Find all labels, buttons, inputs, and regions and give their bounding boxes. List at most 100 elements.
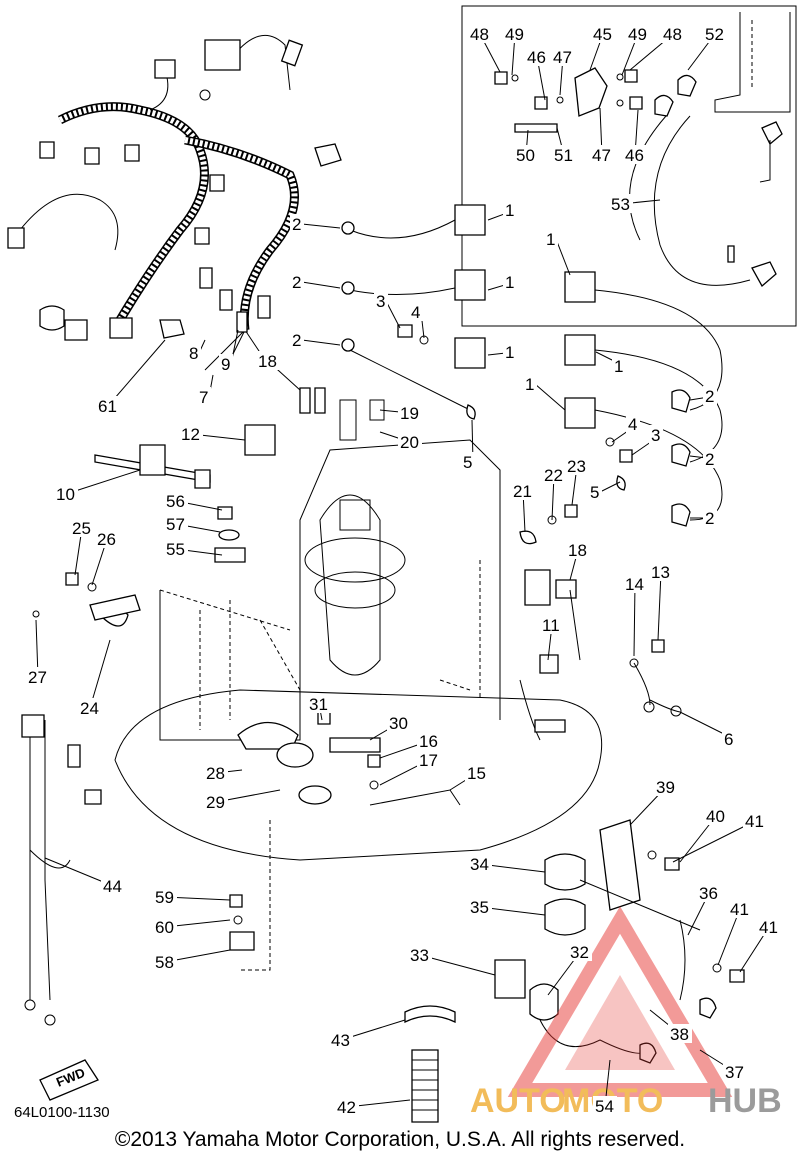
callout-bg-18 [566,540,590,559]
callout-bg-50 [514,145,538,164]
callout-15: 15 [467,764,486,783]
leader-line-1 [534,383,566,411]
callout-50: 50 [516,146,535,165]
leader-line-3 [385,300,401,329]
callout-bg-9 [219,354,233,373]
callout-42: 42 [337,1098,356,1117]
callout-bg-4 [409,302,423,321]
callout-17: 17 [419,751,438,770]
diagram-code: 64L0100-1130 [14,1104,110,1121]
callout-bg-22 [542,465,566,484]
callout-bg-59 [153,887,177,906]
callout-3: 3 [651,426,660,445]
callout-bg-2 [290,330,304,349]
leader-line-14 [633,583,636,657]
callout-54: 54 [595,1097,614,1116]
leader-line-13 [657,571,662,641]
callout-bg-33 [408,945,432,964]
callout-bg-46 [623,145,647,164]
callout-bg-25 [70,518,94,537]
callout-2: 2 [705,509,714,528]
callout-bg-1 [523,374,537,393]
automotohub-watermark: AUTO MOTO HUB [470,906,782,1120]
callout-2: 2 [705,387,714,406]
callout-bg-20 [398,432,422,451]
callout-bg-2 [290,214,304,233]
callout-bg-26 [95,529,119,548]
callout-bg-1 [544,229,558,248]
callout-bg-36 [697,883,721,902]
watermark-hub: HUB [708,1082,782,1120]
callout-37: 37 [725,1063,744,1082]
ignition-coils-drawing [341,204,723,527]
callout-bg-18 [256,351,280,370]
callout-48: 48 [470,25,489,44]
callout-19: 19 [400,404,419,423]
callout-4: 4 [628,415,637,434]
callout-13: 13 [651,563,670,582]
callout-bg-16 [417,731,441,750]
callout-5: 5 [590,483,599,502]
callout-bg-37 [723,1062,747,1081]
callout-bg-21 [511,481,535,500]
callout-25: 25 [72,519,91,538]
callout-bg-49 [503,24,527,43]
callout-58: 58 [155,953,174,972]
leader-line-2 [301,223,341,229]
callout-43: 43 [331,1031,350,1050]
callout-48: 48 [663,25,682,44]
callout-2: 2 [705,450,714,469]
callout-bg-44 [101,876,125,895]
callout-30: 30 [389,714,408,733]
callout-bg-15 [465,763,489,782]
leader-line-10 [65,469,141,495]
callout-bg-43 [329,1030,353,1049]
callout-2: 2 [292,215,301,234]
callout-21: 21 [513,482,532,501]
callout-7: 7 [199,388,208,407]
callout-41: 41 [759,918,778,937]
callout-6: 6 [724,730,733,749]
watermark-auto: AUTO [470,1082,566,1120]
callout-bg-49 [626,24,650,43]
callout-46: 46 [527,48,546,67]
callout-bg-53 [609,194,633,213]
callout-bg-17 [417,750,441,769]
callout-bg-2 [703,386,717,405]
callout-bg-48 [468,24,492,43]
callout-bg-45 [591,24,615,43]
callout-bg-6 [722,729,736,748]
callout-bg-32 [568,942,592,961]
callout-bg-19 [398,403,422,422]
callout-22: 22 [544,466,563,485]
callout-bg-51 [552,145,576,164]
callout-bg-54 [593,1096,617,1115]
callout-bg-40 [704,806,728,825]
leader-line-61 [107,339,166,407]
callout-bg-30 [387,713,411,732]
callout-51: 51 [554,146,573,165]
callout-bg-2 [703,508,717,527]
callout-40: 40 [706,807,725,826]
callout-4: 4 [411,303,420,322]
callout-bg-60 [153,917,177,936]
callout-36: 36 [699,884,718,903]
callout-33: 33 [410,946,429,965]
callout-57: 57 [166,515,185,534]
leader-line-5 [599,481,621,493]
leader-line-24 [89,639,111,709]
callout-5: 5 [463,453,472,472]
callout-bg-1 [503,200,517,219]
callout-bg-48 [661,24,685,43]
callout-bg-13 [649,562,673,581]
callout-1: 1 [505,201,514,220]
callout-26: 26 [97,530,116,549]
wiring-harness-drawing [7,35,342,371]
callout-bg-31 [307,694,331,713]
callout-32: 32 [570,943,589,962]
inset-stub-drawing [494,12,791,288]
callout-bg-3 [374,291,388,310]
callout-bg-11 [540,615,564,634]
callout-53: 53 [611,195,630,214]
leader-line-33 [419,954,496,976]
